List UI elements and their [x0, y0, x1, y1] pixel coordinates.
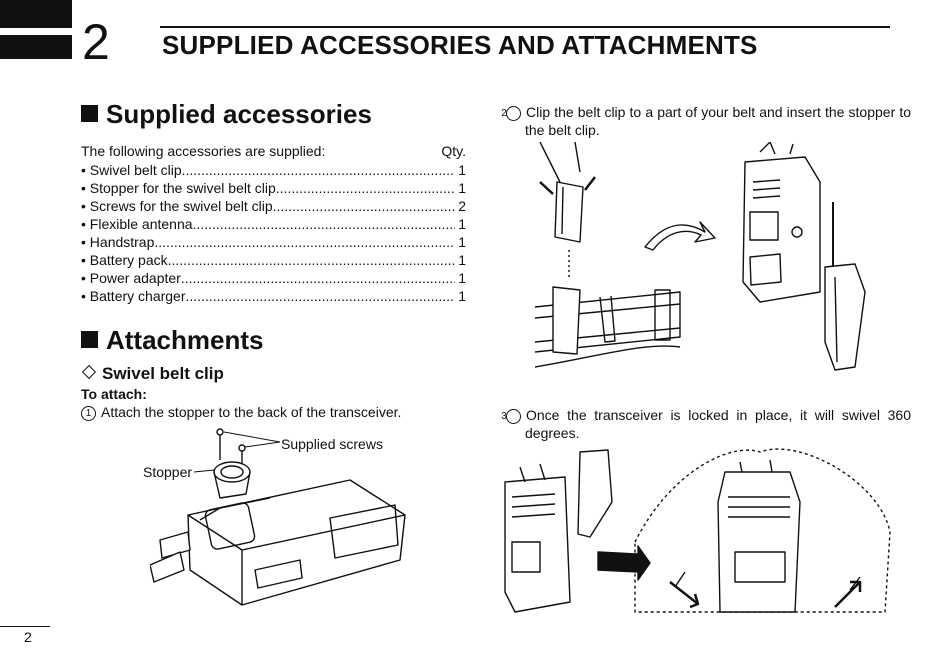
step-number-1: 1 — [81, 406, 96, 421]
footer-rule — [0, 626, 50, 627]
step-1-text: Attach the stopper to the back of the tr… — [101, 404, 402, 420]
supplied-accessories-heading: Supplied accessories — [81, 99, 372, 130]
square-bullet-icon — [81, 105, 98, 122]
list-item: • Battery pack..........................… — [81, 252, 466, 268]
list-item: • Stopper for the swivel belt clip......… — [81, 180, 466, 196]
accessories-list: • Swivel belt clip......................… — [81, 161, 466, 305]
step-3: 3 Once the transceiver is locked in place… — [501, 406, 911, 442]
belt-clip-illustration — [535, 142, 890, 392]
header-rule — [160, 26, 890, 28]
square-bullet-icon — [81, 331, 98, 348]
step-2: 2 Clip the belt clip to a part of your be… — [501, 103, 911, 139]
list-item: • Handstrap.............................… — [81, 234, 466, 250]
label-supplied-screws: Supplied screws — [281, 436, 383, 452]
step-1: 1 Attach the stopper to the back of the t… — [81, 403, 401, 421]
accessories-intro-text: The following accessories are supplied: — [81, 143, 326, 159]
chapter-number: 2 — [82, 14, 110, 70]
list-item: • Swivel belt clip......................… — [81, 162, 466, 178]
swivel-illustration — [500, 442, 895, 622]
chapter-tab-bar-bottom — [0, 35, 72, 59]
qty-label: Qty. — [441, 143, 466, 159]
list-item: • Flexible antenna......................… — [81, 216, 466, 232]
chapter-title: SUPPLIED ACCESSORIES AND ATTACHMENTS — [162, 30, 758, 60]
diamond-icon — [81, 364, 97, 380]
accessories-intro: The following accessories are supplied: … — [81, 143, 466, 159]
to-attach-label: To attach: — [81, 386, 147, 402]
step-3-text: Once the transceiver is locked in place,… — [525, 407, 911, 441]
stopper-attach-illustration — [150, 420, 415, 620]
step-number-3: 3 — [501, 409, 521, 424]
chapter-tab-bar-top — [0, 0, 72, 28]
list-item: • Screws for the swivel belt clip.......… — [81, 198, 466, 214]
list-item: • Battery charger.......................… — [81, 288, 466, 304]
page-number: 2 — [24, 629, 32, 645]
list-item: • Power adapter.........................… — [81, 270, 466, 286]
label-stopper: Stopper — [143, 464, 193, 480]
swivel-belt-clip-heading: Swivel belt clip — [81, 364, 224, 384]
attachments-heading: Attachments — [81, 325, 263, 356]
step-2-text: Clip the belt clip to a part of your bel… — [525, 104, 911, 138]
step-number-2: 2 — [501, 106, 521, 121]
